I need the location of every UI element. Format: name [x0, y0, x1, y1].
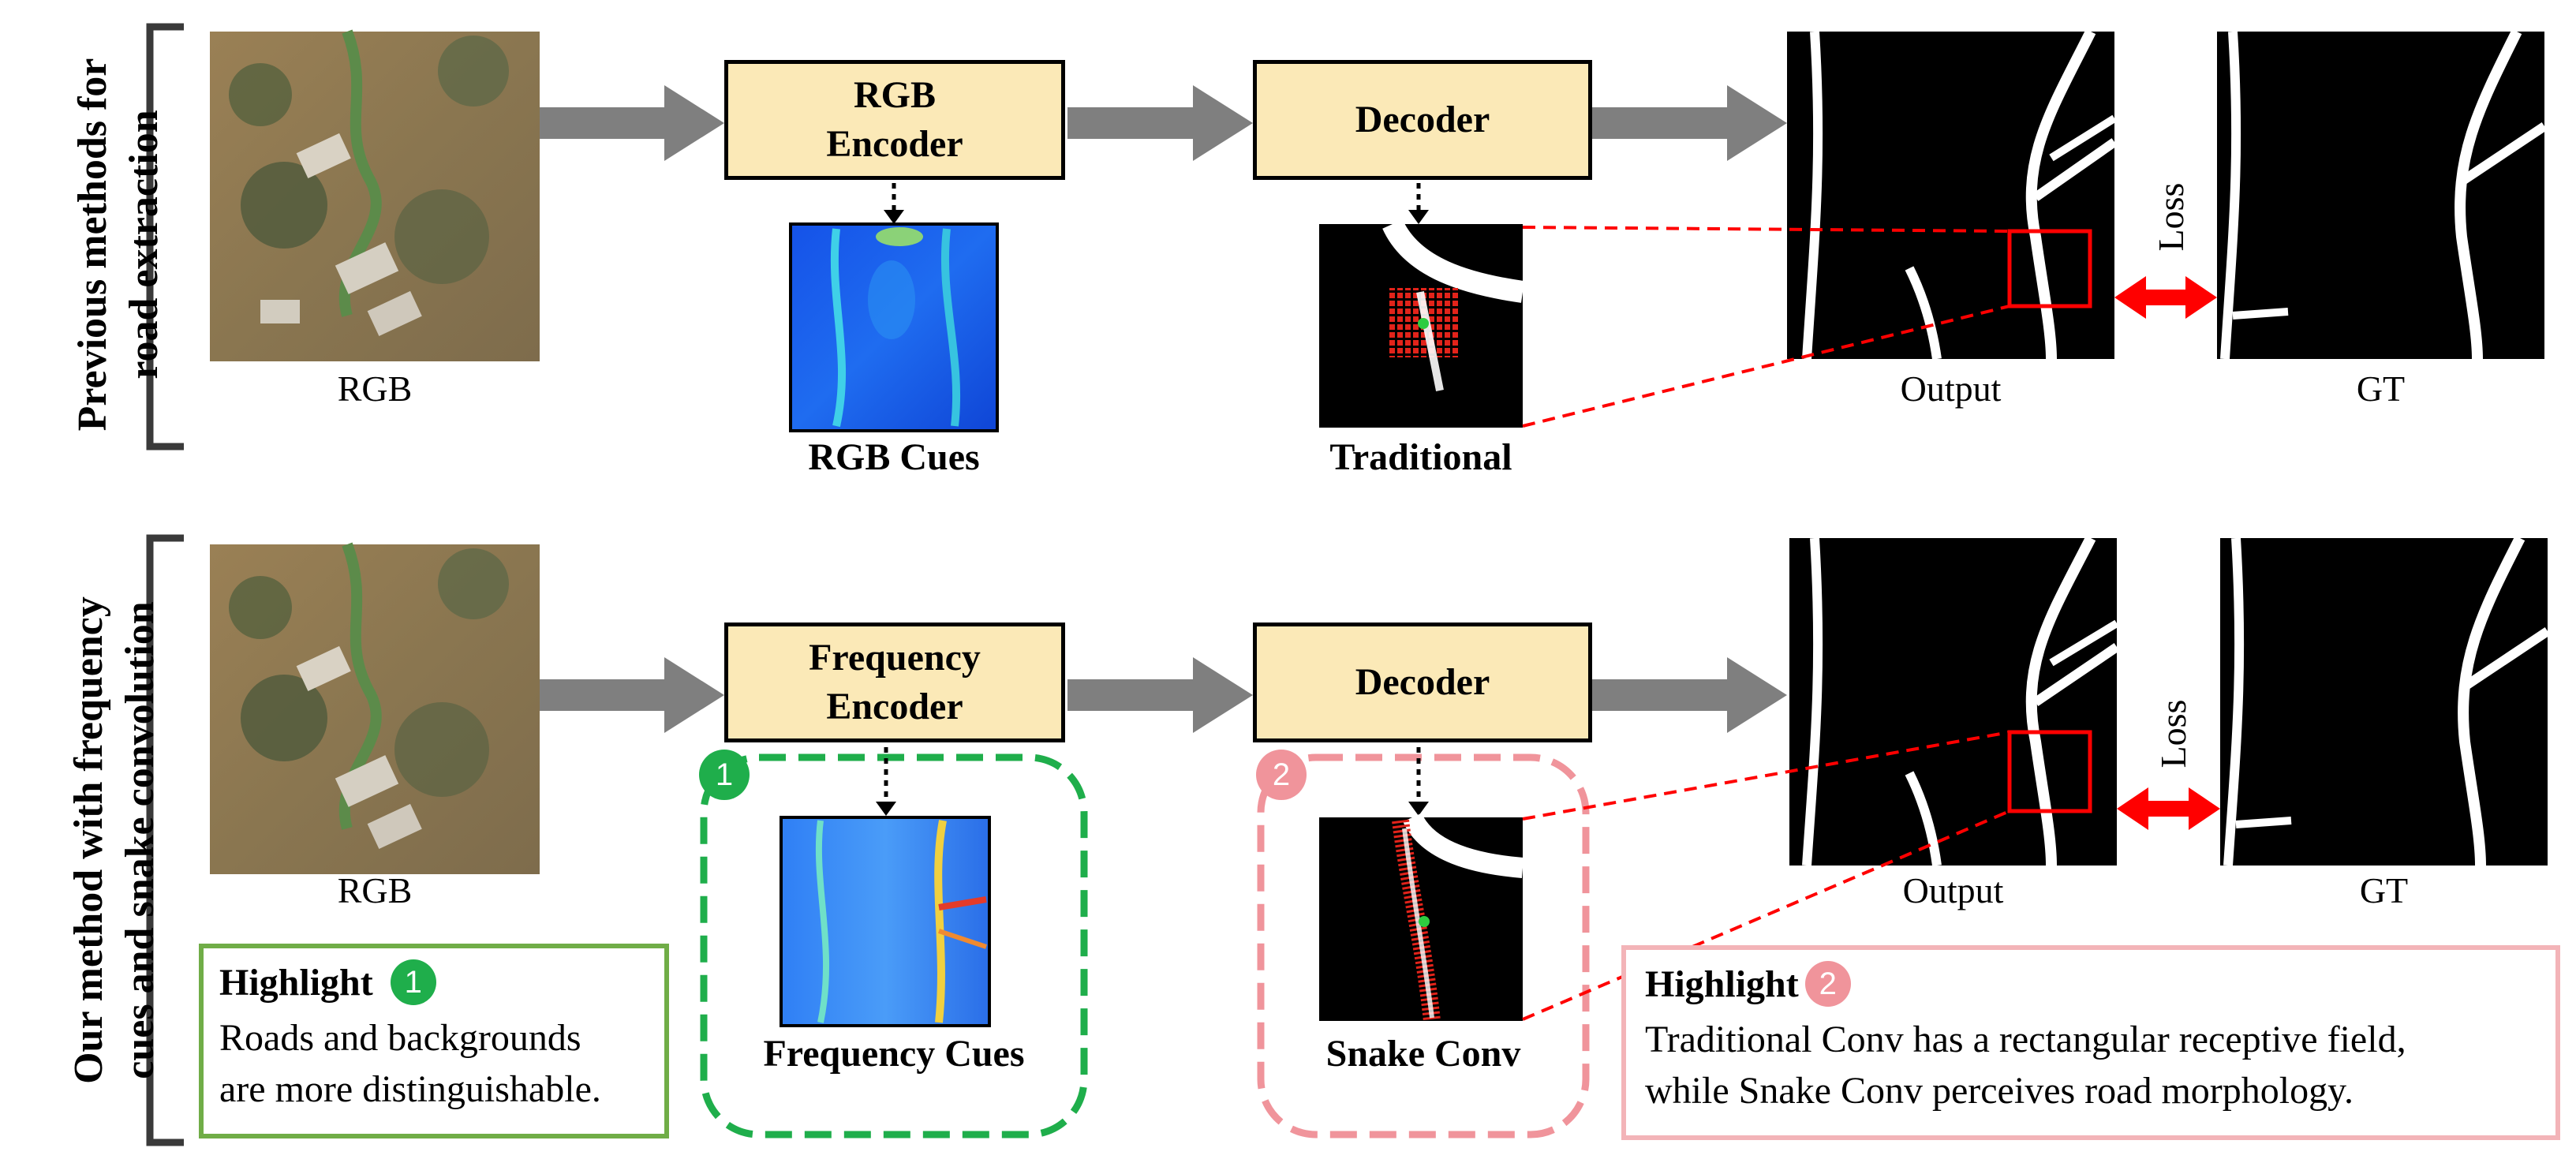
top-zoom-lines [1522, 226, 2010, 428]
highlight-2-dashed-region [1257, 753, 1590, 1138]
highlight-1-badge: 1 [390, 959, 436, 1005]
top-side-label-line2: road extraction [122, 110, 166, 379]
bottom-output-caption: Output [1902, 870, 2004, 910]
bottom-loss-label: Loss [2153, 699, 2193, 768]
top-output-image [1787, 28, 2118, 360]
bottom-arrows [540, 657, 1787, 733]
bottom-bracket [146, 534, 184, 1146]
snake-conv-tile [1319, 812, 1524, 1023]
highlight-1-line2: are more distinguishable. [219, 1067, 601, 1110]
highlight-2-badge: 2 [1804, 961, 1851, 1007]
frequency-encoder-line1: Frequency [809, 636, 981, 679]
rgb-cues-caption: RGB Cues [808, 436, 980, 478]
highlight-1-line1: Roads and backgrounds [219, 1017, 581, 1059]
top-rgb-image [210, 29, 540, 361]
highlight-2-line1: Traditional Conv has a rectangular recep… [1645, 1019, 2406, 1060]
bottom-zoom-lines [1522, 731, 2010, 1021]
rgb-encoder-line1: RGB [853, 73, 936, 116]
top-loss-label: Loss [2151, 182, 2191, 252]
top-gt-caption: GT [2356, 368, 2406, 409]
rgb-encoder-box: RGB Encoder [724, 60, 1065, 180]
bottom-rgb-caption: RGB [337, 870, 413, 910]
frequency-cues-heatmap [780, 816, 991, 1027]
highlight-2-line2: while Snake Conv perceives road morpholo… [1645, 1069, 2354, 1112]
bottom-gt-image [2220, 535, 2551, 866]
bottom-side-label-line2: cues and snake convolution [118, 601, 163, 1079]
highlight-1-region-badge: 1 [699, 750, 750, 800]
highlight-1-title: Highlight [219, 961, 373, 1004]
rgb-cues-heatmap [789, 222, 999, 432]
top-side-label-line1: Previous methods for [70, 58, 115, 432]
bottom-decoder-label: Decoder [1355, 660, 1490, 703]
top-dotted-arrows [892, 183, 1421, 213]
top-decoder-box: Decoder [1253, 60, 1592, 180]
frequency-cues-caption: Frequency Cues [763, 1033, 1025, 1075]
top-rgb-caption: RGB [337, 368, 413, 409]
snake-conv-caption: Snake Conv [1325, 1033, 1521, 1075]
top-output-caption: Output [1900, 368, 2002, 409]
highlight-2-region-number: 2 [1272, 757, 1291, 792]
frequency-encoder-line2: Encoder [826, 686, 963, 727]
top-row-side-label: Previous methods for road extraction [67, 32, 170, 458]
top-decoder-label: Decoder [1355, 98, 1490, 140]
bottom-side-label-line1: Our method with frequency [66, 596, 111, 1084]
highlight-1-box: Highlight 1 Roads and backgrounds are mo… [199, 944, 669, 1138]
highlight-2-region-badge: 2 [1256, 750, 1307, 800]
bottom-gt-caption: GT [2359, 870, 2409, 910]
top-gt-image [2217, 28, 2548, 360]
rgb-encoder-line2: Encoder [826, 123, 963, 165]
top-arrows [540, 85, 1787, 161]
traditional-conv-tile [1319, 219, 1524, 428]
highlight-2-box: Highlight 2 Traditional Conv has a recta… [1621, 945, 2560, 1140]
bottom-loss-arrow [2117, 787, 2220, 830]
bottom-rgb-image [210, 542, 540, 874]
highlight-2-number: 2 [1819, 966, 1837, 1001]
bottom-row-side-label: Our method with frequency cues and snake… [63, 548, 166, 1132]
highlight-1-dashed-region [700, 753, 1088, 1138]
highlight-1-region-number: 1 [715, 757, 734, 792]
top-bracket [146, 23, 184, 451]
bottom-decoder-box: Decoder [1253, 623, 1592, 742]
bottom-output-image [1789, 535, 2120, 866]
highlight-2-title: Highlight [1645, 963, 1799, 1005]
frequency-encoder-box: Frequency Encoder [724, 623, 1065, 742]
highlight-1-number: 1 [404, 965, 422, 1000]
traditional-caption: Traditional [1329, 436, 1512, 478]
top-loss-arrow [2114, 276, 2217, 319]
